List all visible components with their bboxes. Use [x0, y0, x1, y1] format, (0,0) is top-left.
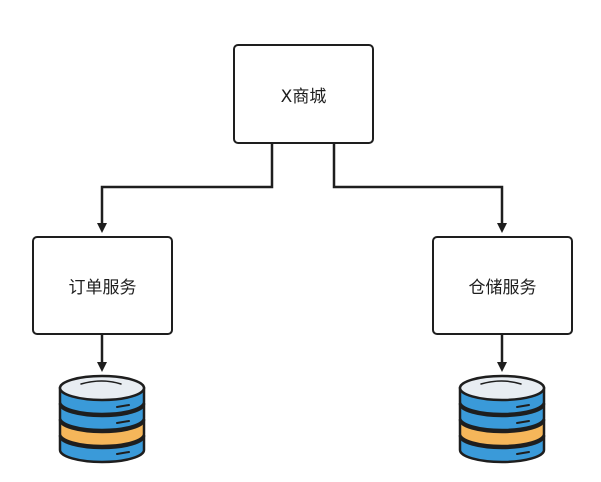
warehouse-service-node[interactable]: 仓储服务	[432, 236, 573, 335]
database-icon	[58, 374, 146, 464]
order-service-label: 订单服务	[68, 278, 137, 298]
mall-node[interactable]: X商城	[233, 44, 374, 144]
mall-node-label: X商城	[280, 86, 327, 107]
connector-top-to-warehouse	[332, 144, 507, 233]
database-icon	[458, 374, 546, 464]
connector-top-to-order	[97, 144, 274, 233]
warehouse-service-label: 仓储服务	[468, 278, 537, 298]
order-service-node[interactable]: 订单服务	[32, 236, 173, 335]
